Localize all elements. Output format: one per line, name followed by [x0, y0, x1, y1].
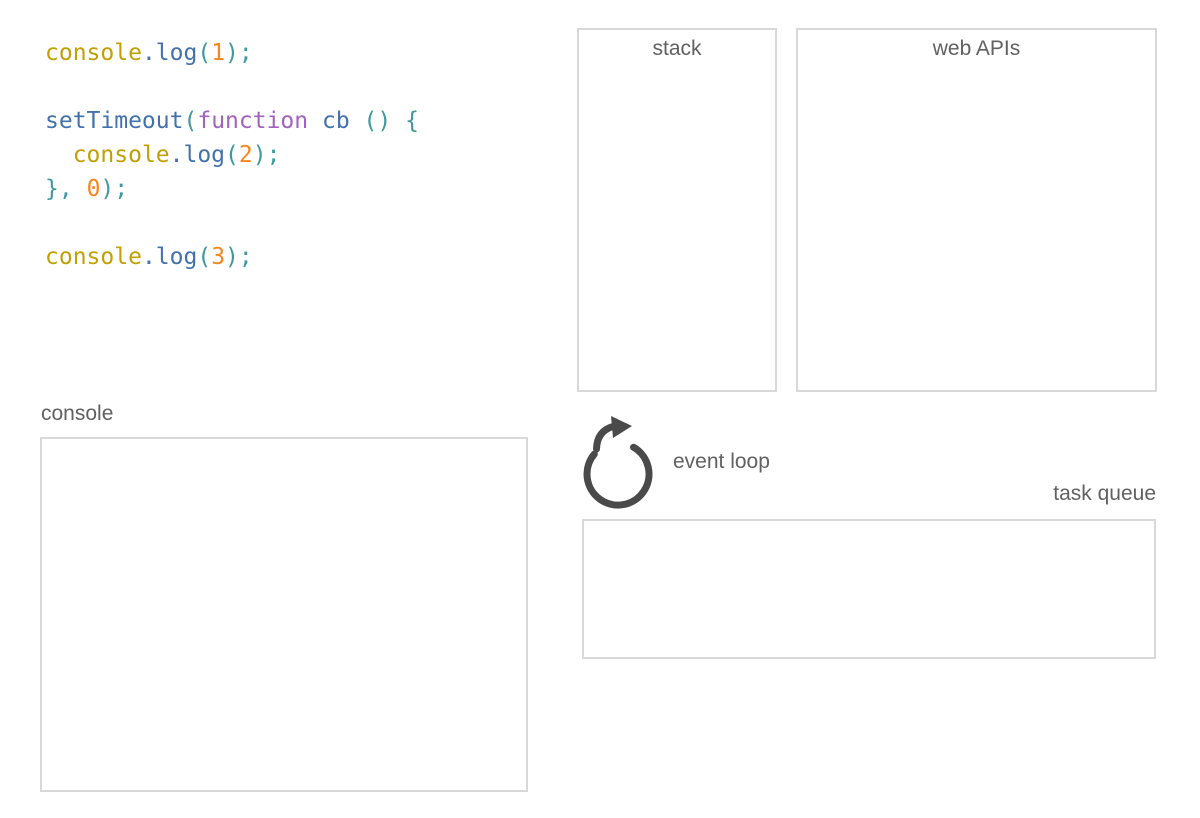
code-line: [45, 70, 419, 104]
code-line: console.log(2);: [45, 138, 419, 172]
code-token: (: [183, 108, 198, 134]
code-token: (): [363, 108, 392, 134]
code-token: .log: [169, 142, 226, 168]
code-line: console.log(3);: [45, 240, 419, 274]
code-line: console.log(1);: [45, 36, 419, 70]
code-token: [350, 108, 364, 134]
event-loop-icon: [583, 416, 653, 509]
console-panel-label: console: [41, 402, 114, 425]
code-token: console: [45, 244, 142, 270]
code-token: .log: [141, 244, 198, 270]
web-apis-panel-label: web APIs: [932, 37, 1021, 60]
code-token: setTimeout: [45, 108, 184, 134]
code-token: 2: [238, 142, 253, 168]
code-token: {: [405, 108, 419, 134]
code-token: [45, 142, 73, 168]
code-editor[interactable]: console.log(1); setTimeout(function cb (…: [45, 36, 419, 274]
code-token: console: [45, 40, 142, 66]
code-token: [308, 108, 322, 134]
code-token: cb: [321, 108, 350, 134]
code-token: function: [197, 108, 309, 134]
code-token: (: [197, 244, 212, 270]
code-token: 0: [86, 176, 101, 202]
task-queue-label: task queue: [1053, 482, 1156, 505]
code-token: 3: [211, 244, 226, 270]
task-queue-panel: [582, 519, 1156, 659]
code-line: [45, 206, 419, 240]
code-line: }, 0);: [45, 172, 419, 206]
code-token: [391, 108, 405, 134]
code-token: .log: [141, 40, 198, 66]
code-token: [73, 176, 87, 202]
code-token: },: [45, 176, 73, 202]
code-token: (: [225, 142, 239, 168]
code-token: );: [225, 244, 253, 270]
code-token: );: [100, 176, 129, 202]
code-line: setTimeout(function cb () {: [45, 104, 419, 138]
console-panel: [40, 437, 528, 792]
code-token: (: [197, 40, 212, 66]
code-token: );: [225, 40, 253, 66]
code-token: console: [72, 142, 170, 168]
event-loop-label: event loop: [673, 450, 770, 473]
code-token: );: [252, 142, 281, 168]
code-token: 1: [211, 40, 226, 66]
web-apis-panel: web APIs: [796, 28, 1157, 392]
stack-panel: stack: [577, 28, 777, 392]
stack-panel-label: stack: [652, 37, 702, 60]
